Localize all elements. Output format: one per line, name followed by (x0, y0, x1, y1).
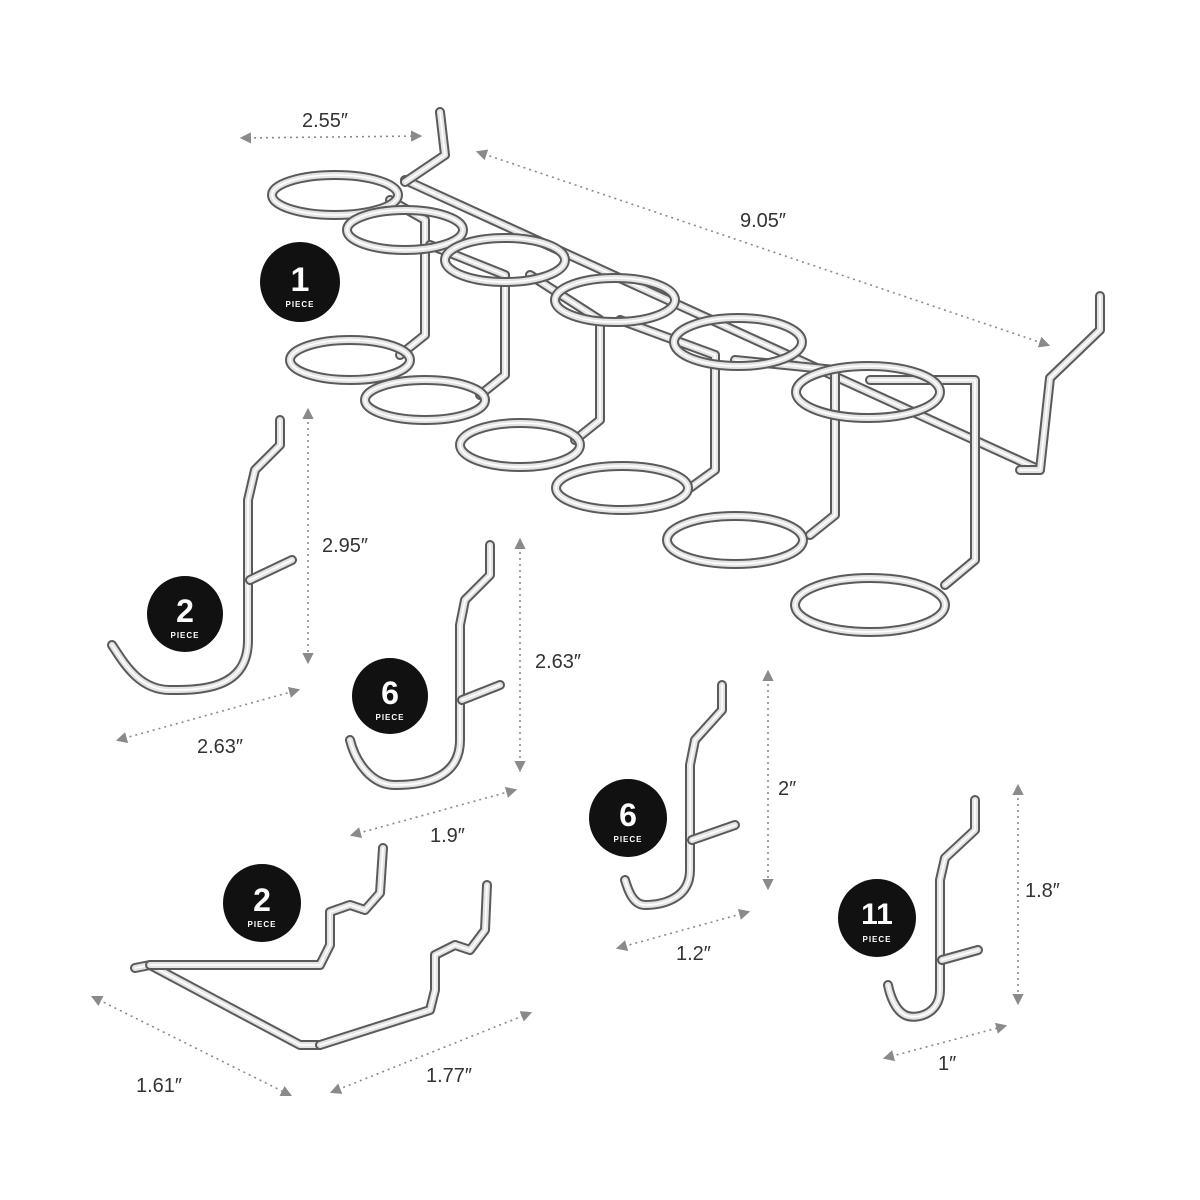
wire-segment (730, 355, 840, 540)
wire-segment (271, 174, 399, 216)
badge-unit: PIECE (375, 713, 404, 722)
large-j-hook-illustration (107, 415, 297, 695)
medium-j-hook-illustration (345, 540, 505, 790)
wire-segment (364, 379, 486, 421)
medium-hook-depth-label: 1.9″ (430, 825, 465, 847)
mini-hook-depth-label: 1″ (938, 1053, 956, 1075)
badge-unit: PIECE (862, 935, 891, 944)
wire-segment (427, 242, 508, 398)
wire-segment (402, 109, 448, 185)
rack-length-label: 9.05″ (740, 210, 786, 232)
wire-segment (527, 272, 603, 443)
wire-segment (387, 197, 428, 358)
wire-segment (461, 684, 501, 701)
badge-count: 2 (253, 882, 271, 918)
large-hook-depth-label: 2.63″ (197, 736, 243, 758)
badge-unit: PIECE (285, 300, 314, 309)
wire-segment (732, 357, 838, 538)
mini-j-hook-illustration (883, 795, 983, 1022)
rack-width-label: 2.55″ (302, 110, 348, 132)
wire-segment (1015, 291, 1105, 475)
dimension-labels: 2.55″ 9.05″ 2.95″ 2.63″ 2.63″ 1.9″ 2″ 1.… (136, 110, 1060, 1097)
dimension-lines (90, 130, 1051, 1097)
wire-segment (555, 465, 689, 511)
mini-hook-height-label: 1.8″ (1025, 880, 1060, 902)
badge-unit: PIECE (613, 835, 642, 844)
double-prong-hook-illustration (130, 843, 492, 1050)
piece-count-badge: 1 PIECE (260, 242, 340, 322)
small-j-hook-illustration (620, 680, 740, 910)
piece-count-badge: 6 PIECE (589, 779, 667, 857)
prong-depth-label: 1.77″ (426, 1065, 472, 1087)
badge-count: 2 (176, 593, 194, 629)
wire-segment (624, 684, 723, 906)
wire-segment (389, 199, 426, 356)
small-hook-depth-label: 1.2″ (676, 943, 711, 965)
six-ring-rack-illustration (267, 107, 1105, 637)
badge-unit: PIECE (170, 631, 199, 640)
wire-segment (1017, 293, 1103, 473)
wire-segment (734, 359, 836, 536)
badge-count: 1 (291, 261, 310, 299)
piece-count-badge: 2 PIECE (147, 576, 223, 652)
badge-count: 11 (861, 898, 893, 931)
small-hook-height-label: 2″ (778, 778, 796, 800)
wire-segment (289, 339, 411, 381)
medium-hook-height-label: 2.63″ (535, 651, 581, 673)
wire-segment (691, 824, 736, 841)
piece-count-badge: 2 PIECE (223, 864, 301, 942)
wire-segment (385, 195, 430, 360)
wire-segment (249, 559, 293, 581)
piece-count-badge: 6 PIECE (352, 658, 428, 734)
wire-segment (795, 365, 941, 419)
wire-segment (794, 577, 946, 633)
piece-count-badge: 11 PIECE (838, 879, 916, 957)
wire-segment (149, 847, 384, 966)
wire-segment (666, 515, 804, 565)
wire-segment (1019, 295, 1101, 471)
wire-segment (459, 422, 581, 468)
wire-segment (346, 209, 464, 251)
wire-segment (404, 111, 446, 183)
wire-segment (941, 949, 979, 961)
wire-segment (319, 884, 488, 1046)
badge-count: 6 (381, 675, 399, 711)
wire-segment (887, 799, 976, 1018)
badge-count: 6 (619, 797, 637, 833)
prong-width-label: 1.61″ (136, 1075, 182, 1097)
large-hook-height-label: 2.95″ (322, 535, 368, 557)
wire-segment (349, 544, 491, 786)
badge-unit: PIECE (247, 920, 276, 929)
